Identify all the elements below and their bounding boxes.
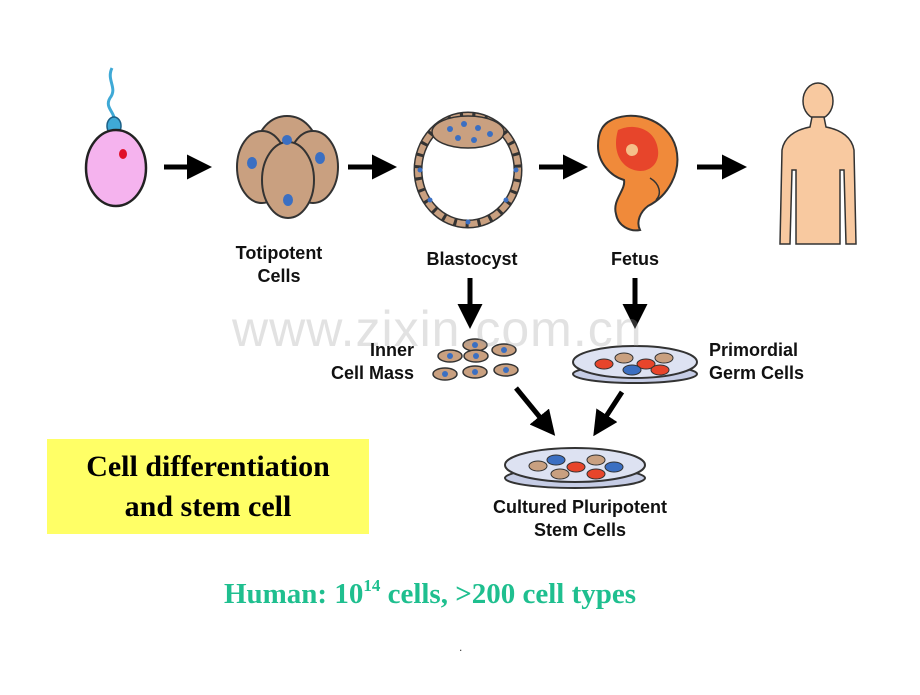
label-cultured-line1: Cultured Pluripotent (493, 497, 667, 517)
slide-title-line1: Cell differentiation (86, 449, 330, 483)
cultured-stem-cells-dish-icon (504, 447, 646, 489)
footer-suffix: cells, >200 cell types (380, 578, 637, 610)
label-primordial-line1: Primordial (709, 340, 799, 360)
label-cultured-stem-cells: Cultured Pluripotent Stem Cells (460, 496, 700, 542)
arrow-germ-cells-to-cultured (593, 390, 625, 437)
slide-title-line2: and stem cell (124, 489, 292, 523)
label-primordial-germ-cells: Primordial Germ Cells (709, 339, 849, 385)
page-dot: . (459, 640, 463, 654)
label-fetus: Fetus (610, 249, 659, 269)
footer-exponent: 14 (363, 576, 381, 595)
label-totipotent-line1: Totipotent (235, 243, 323, 263)
human-figure-icon (779, 82, 857, 245)
label-primordial-line2: Germ Cells (709, 363, 805, 383)
label-blastocyst: Blastocyst (426, 249, 518, 269)
totipotent-cells-icon (236, 115, 339, 219)
watermark: www.zixin.com.cn (232, 301, 643, 357)
label-inner-cell-mass: Inner Cell Mass (290, 339, 414, 385)
slide-title-box: Cell differentiation and stem cell (47, 439, 369, 534)
label-totipotent-cells: Totipotent Cells (214, 242, 344, 288)
germ-cells-dish-icon (572, 345, 698, 384)
label-inner-line1: Inner (369, 340, 414, 360)
footer-prefix: Human: 10 (223, 578, 364, 610)
blastocyst-icon (413, 111, 523, 229)
label-inner-line2: Cell Mass (330, 363, 414, 383)
footer-summary: Human: 1014 cells, >200 cell types (0, 576, 860, 611)
fertilized-egg-icon (84, 67, 148, 208)
label-totipotent-line2: Cells (257, 266, 301, 286)
arrow-inner-mass-to-cultured (514, 386, 556, 436)
inner-cell-mass-icon (432, 338, 519, 381)
fetus-icon (596, 114, 679, 232)
label-cultured-line2: Stem Cells (533, 520, 627, 540)
